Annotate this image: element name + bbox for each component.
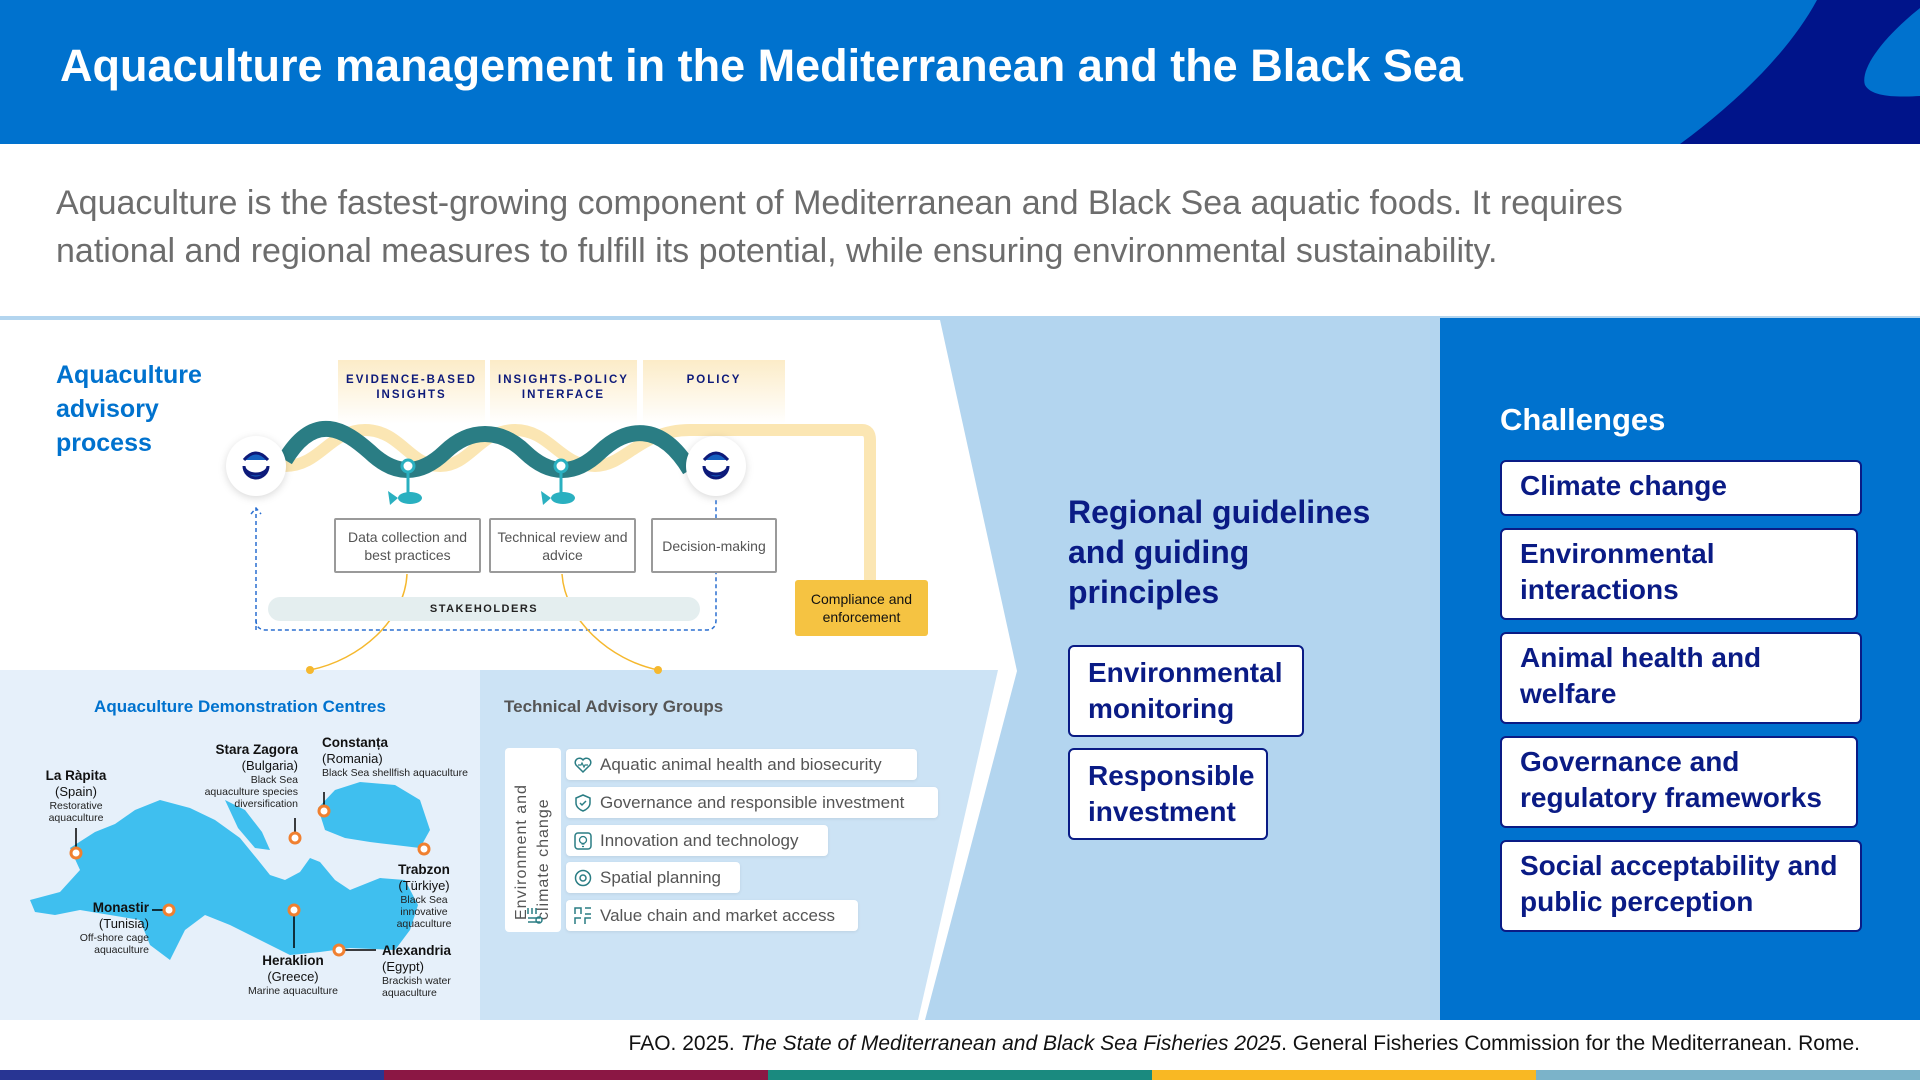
centre-monastir: Monastir(Tunisia)Off-shore cage aquacult… [63,900,149,956]
citation-suffix: . General Fisheries Commission for the M… [1281,1032,1860,1055]
challenge-governance: Governance and regulatory frameworks [1500,736,1858,828]
citation-prefix: FAO. 2025. [628,1032,741,1055]
step-technical-review: Technical review and advice [489,518,636,573]
centre-name: La Ràpita [45,768,107,783]
tag-item-spatial-planning: Spatial planning [566,862,740,893]
page-title: Aquaculture management in the Mediterran… [60,40,1463,91]
strip-segment [0,1070,384,1080]
challenge-animal-health: Animal health and welfare [1500,632,1862,724]
challenge-social-acceptability: Social acceptability and public percepti… [1500,840,1862,932]
lightbulb-icon [574,831,592,850]
strip-segment [1152,1070,1536,1080]
demo-centres-title: Aquaculture Demonstration Centres [94,697,386,716]
centre-desc: Black Sea shellfish aquaculture [322,767,468,779]
centre-country: (Romania) [322,751,383,766]
centre-desc: Black Sea aquaculture species diversific… [204,774,298,810]
column-evidence-based-insights: EVIDENCE-BASED INSIGHTS [338,360,485,424]
heart-icon [574,757,592,773]
centre-alexandria: Alexandria(Egypt)Brackish water aquacult… [382,943,472,999]
challenge-environmental-interactions: Environmental interactions [1500,528,1858,620]
tag-item-governance: Governance and responsible investment [566,787,938,818]
shield-check-icon [575,793,591,812]
tag-item-label: Value chain and market access [600,905,835,925]
header-banner: Aquaculture management in the Mediterran… [0,0,1920,144]
mediterranean-map [30,782,430,960]
stakeholders-bar: STAKEHOLDERS [268,597,700,621]
centre-country: (Spain) [55,784,97,799]
centre-desc: Restorative aquaculture [48,800,104,824]
centre-desc: Brackish water aquaculture [382,975,451,999]
regional-guidelines-title: Regional guidelines and guiding principl… [1068,494,1371,610]
compliance-box: Compliance and enforcement [795,580,928,636]
strip-segment [768,1070,1152,1080]
header-decoration [1680,0,1920,144]
strip-segment [384,1070,768,1080]
centre-desc: Off-shore cage aquaculture [79,932,149,956]
centre-desc: Black Sea innovative aquaculture [396,894,452,930]
centre-heraklion: Heraklion(Greece)Marine aquaculture [238,953,348,997]
advisory-process-title: Aquaculture advisory process [56,361,202,457]
citation: FAO. 2025. The State of Mediterranean an… [629,1032,1860,1056]
tag-item-animal-health: Aquatic animal health and biosecurity [566,749,917,780]
centre-trabzon: Trabzon(Türkiye)Black Sea innovative aqu… [384,862,464,930]
centre-country: (Bulgaria) [241,758,298,773]
crosscutting-label: Environment and climate change [513,784,552,920]
tag-item-label: Governance and responsible investment [600,792,905,812]
tag-item-innovation: Innovation and technology [566,825,828,856]
centre-desc: Marine aquaculture [248,985,338,997]
centre-country: (Türkiye) [398,878,450,893]
column-insights-policy-interface: INSIGHTS-POLICY INTERFACE [490,360,637,424]
column-policy: POLICY [643,360,785,424]
tag-item-label: Aquatic animal health and biosecurity [600,754,882,774]
strip-segment [1536,1070,1920,1080]
centre-la-rapita: La Ràpita(Spain)Restorative aquaculture [36,768,116,824]
principle-responsible-investment: Responsible investment [1068,748,1268,840]
centre-name: Constanța [322,735,389,750]
thermometer-icon [527,908,543,924]
centre-name: Heraklion [262,953,324,968]
step-decision-making: Decision-making [651,518,777,573]
principle-environmental-monitoring: Environmental monitoring [1068,645,1304,737]
challenge-climate-change: Climate change [1500,460,1862,516]
centre-country: (Greece) [267,969,319,984]
step-data-collection: Data collection and best practices [334,518,481,573]
centre-name: Alexandria [382,943,452,958]
intro-line-2: national and regional measures to fulfil… [56,232,1498,270]
tag-item-value-chain: Value chain and market access [566,900,858,931]
centre-name: Stara Zagora [215,742,298,757]
citation-title: The State of Mediterranean and Black Sea… [740,1032,1282,1055]
challenges-title: Challenges [1500,402,1666,437]
target-icon [574,869,592,886]
centre-country: (Tunisia) [98,916,149,931]
centre-stara-zagora: Stara Zagora(Bulgaria)Black Sea aquacult… [198,742,298,810]
centre-name: Monastir [92,900,149,915]
centre-name: Trabzon [398,862,450,877]
crosscutting-card: Environment and climate change [505,748,561,932]
intro-line-1: Aquaculture is the fastest-growing compo… [56,184,1623,222]
tag-item-label: Spatial planning [600,867,721,887]
centre-constanta: Constanța(Romania)Black Sea shellfish aq… [322,735,482,779]
tag-title: Technical Advisory Groups [504,697,724,716]
centre-markers [69,792,431,957]
tag-item-label: Innovation and technology [600,830,799,850]
value-chain-icon [574,906,591,924]
centre-country: (Egypt) [382,959,424,974]
color-strip [0,1070,1920,1080]
